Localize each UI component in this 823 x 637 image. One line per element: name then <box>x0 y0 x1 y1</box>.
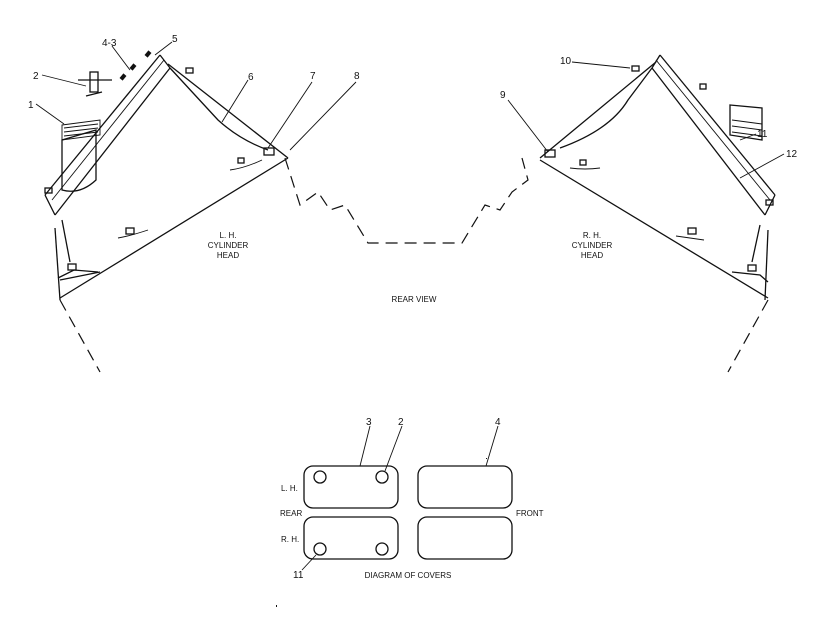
callout-7: 7 <box>310 71 316 82</box>
lh-label-line2: CYLINDER <box>208 241 249 250</box>
rh-label-line1: R. H. <box>583 231 601 240</box>
cover-lh-rear <box>303 465 399 509</box>
lh-breather-element <box>61 129 97 192</box>
diagram-front-label: FRONT <box>516 509 544 518</box>
diagram-title: DIAGRAM OF COVERS <box>365 571 452 580</box>
breather-hole-icon <box>313 470 327 484</box>
breather-hole-icon <box>313 542 327 556</box>
engine-block-outline <box>59 157 769 373</box>
cover-rh-rear <box>303 516 399 560</box>
diagram-callout-4: 4 <box>495 417 501 428</box>
callout-6: 6 <box>248 72 254 83</box>
callout-1: 1 <box>28 100 34 111</box>
rh-label-line2: CYLINDER <box>572 241 613 250</box>
lh-filler-cap-icon <box>89 71 99 93</box>
rear-view-label: REAR VIEW <box>392 295 437 304</box>
rh-cylinder-head <box>539 54 776 301</box>
callout-9: 9 <box>500 90 506 101</box>
callout-4-3: 4-3 <box>102 38 117 49</box>
diagram-callout-3: 3 <box>366 417 372 428</box>
callout-8: 8 <box>354 71 360 82</box>
cover-rh-front <box>417 516 513 560</box>
callout-12: 12 <box>786 149 798 160</box>
diagram-rear-label: REAR <box>280 509 302 518</box>
callout-11: 11 <box>757 129 768 140</box>
filler-hole-icon <box>375 470 389 484</box>
rh-breather-element <box>729 104 763 141</box>
diagram-callout-2: 2 <box>398 417 404 428</box>
lh-label-line1: L. H. <box>220 231 237 240</box>
filler-hole-icon <box>375 542 389 556</box>
cover-lh-front <box>417 465 513 509</box>
diagram-of-covers <box>301 425 513 571</box>
callout-10: 10 <box>560 56 572 67</box>
callout-leaders <box>35 41 785 179</box>
callout-5: 5 <box>172 34 178 45</box>
diagram-rh-label: R. H. <box>281 535 299 544</box>
callout-2: 2 <box>33 71 39 82</box>
lh-label-line3: HEAD <box>217 251 239 260</box>
diagram-callout-11: 11 <box>293 570 304 581</box>
rh-label-line3: HEAD <box>581 251 603 260</box>
diagram-lh-label: L. H. <box>281 484 298 493</box>
lh-cylinder-head <box>44 50 289 301</box>
